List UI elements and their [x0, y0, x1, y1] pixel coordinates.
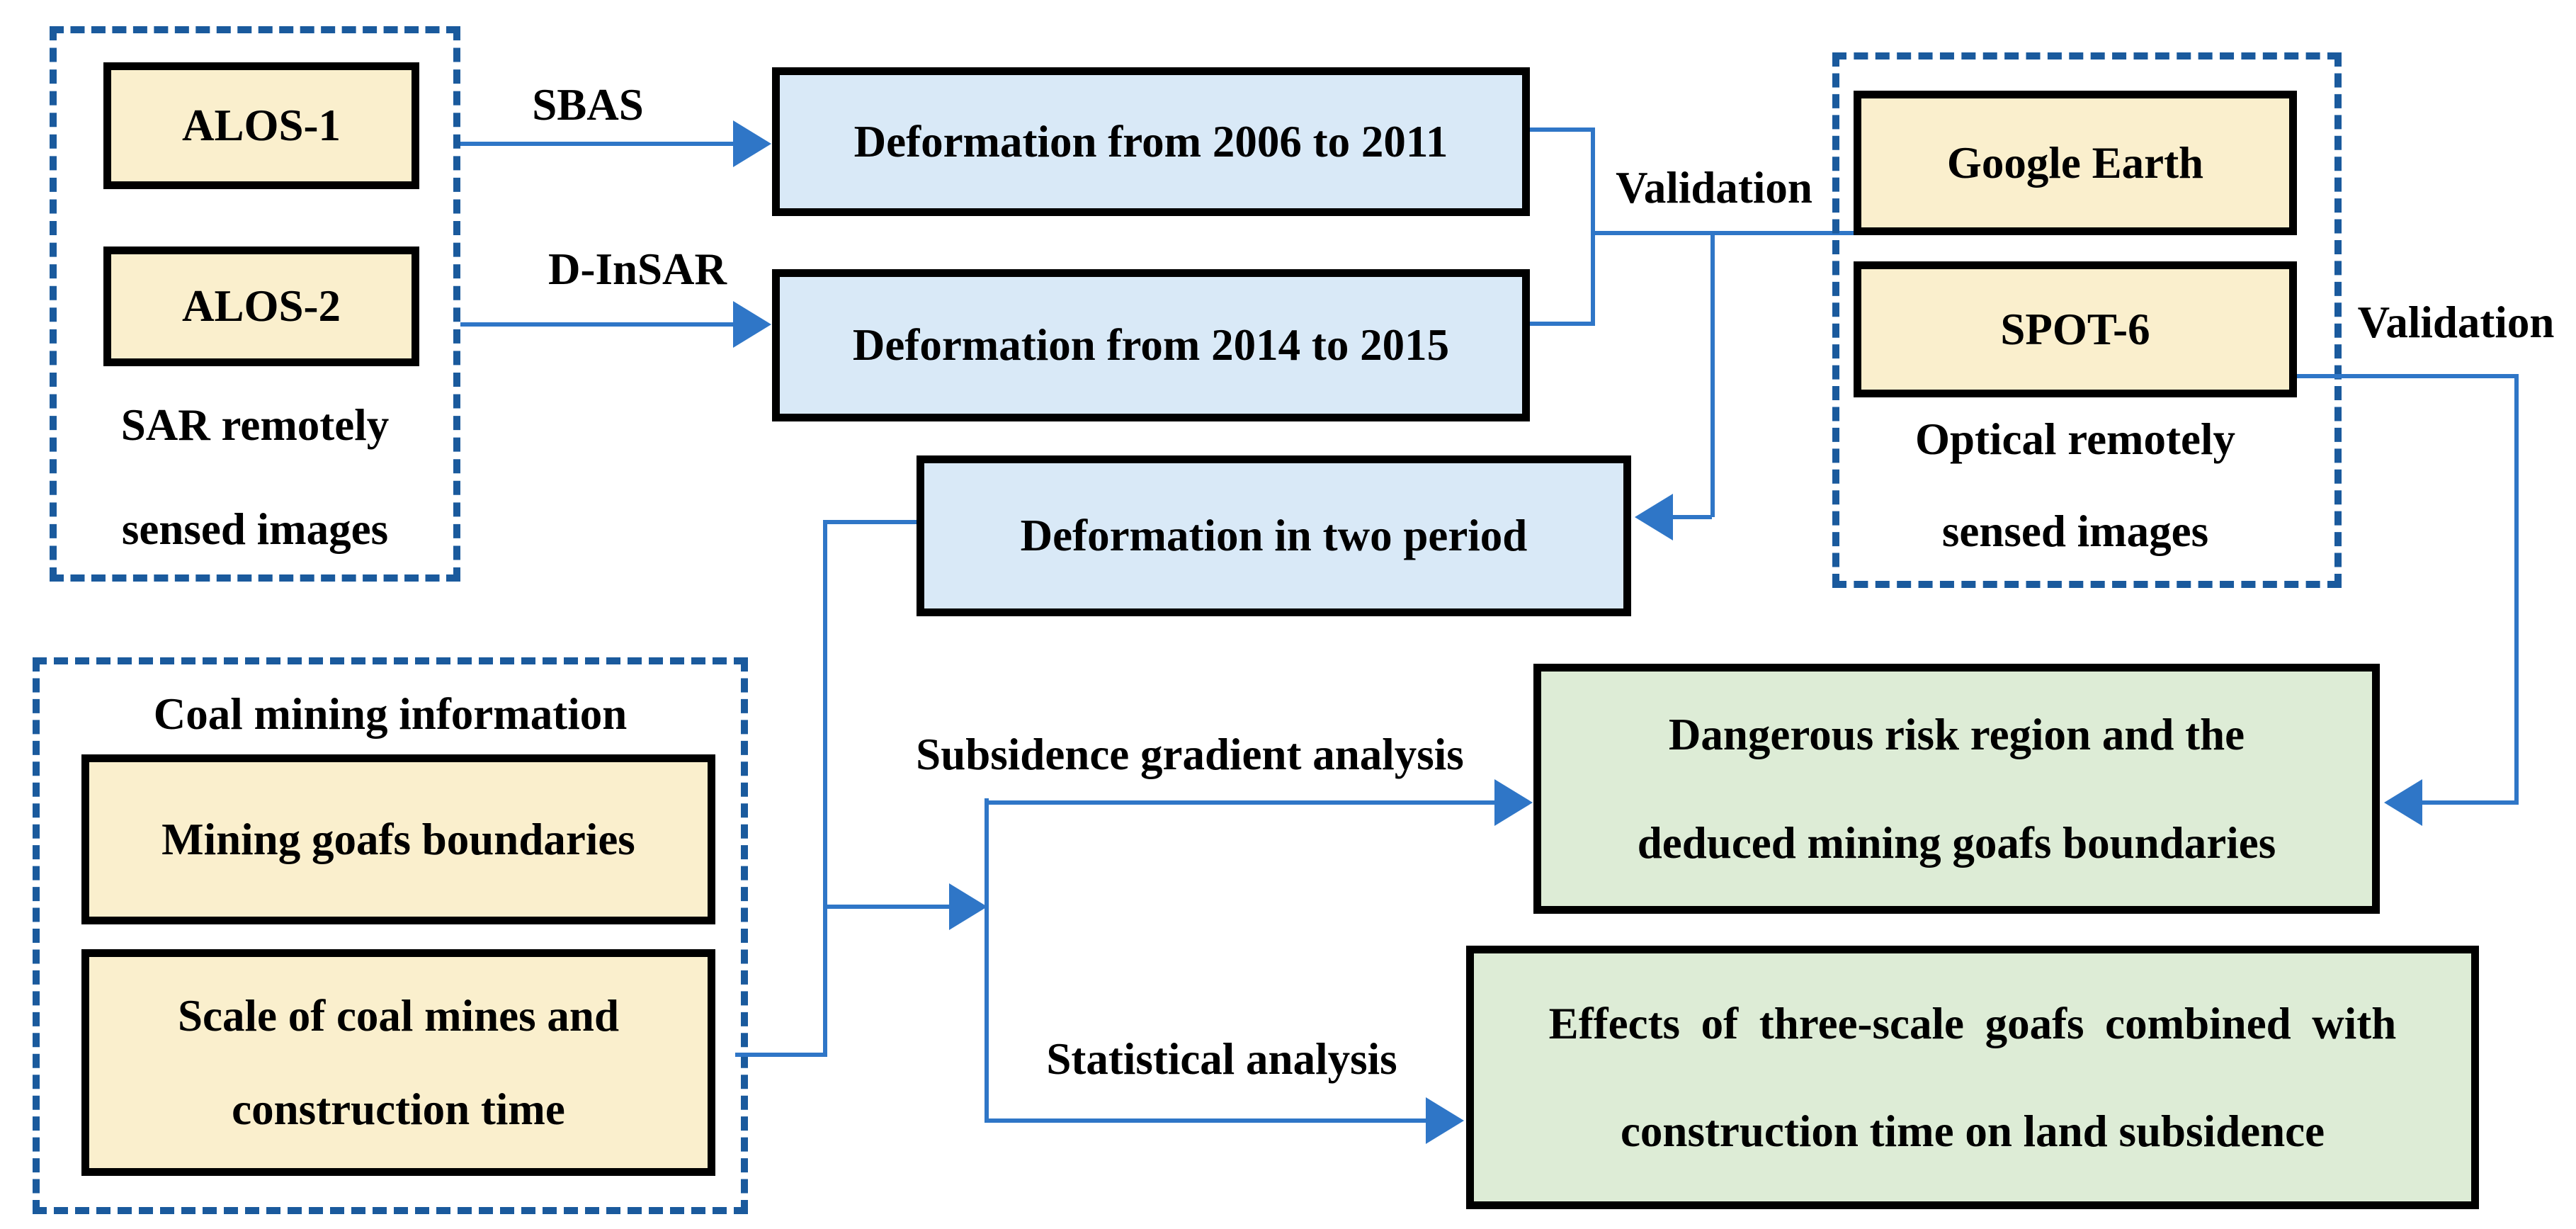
coal-scale-node: Scale of coal mines and construction tim… [81, 949, 715, 1176]
deformation-2014-2015-node: Deformation from 2014 to 2015 [772, 269, 1530, 421]
connector-two-period-stub [823, 520, 917, 524]
connector-junction-hline [823, 905, 949, 909]
risk-region-node: Dangerous risk region and the deduced mi… [1533, 664, 2380, 914]
effects-line-1: Effects of three-scale goafs combined wi… [1548, 998, 2397, 1048]
connector-coal-stub [735, 1053, 824, 1057]
optical-caption-line-1: Optical remotely [1915, 414, 2235, 464]
sbas-arrowhead [733, 120, 771, 167]
connector-validation-to-optical-hline [1591, 231, 1856, 235]
deformation-2014-2015-label: Deformation from 2014 to 2015 [852, 320, 1450, 370]
connector-validation-branch-hline [1673, 515, 1712, 519]
connector-merge-vline-1 [823, 520, 827, 1057]
connector-statistical-line [985, 1118, 1427, 1123]
mining-goafs-node: Mining goafs boundaries [81, 754, 715, 924]
alos-1-label: ALOS-1 [181, 101, 341, 151]
risk-region-arrowhead [2384, 779, 2422, 826]
subsidence-arrowhead [1494, 779, 1533, 826]
coal-scale-line-2: construction time [232, 1084, 565, 1134]
connector-validation-right-vline [2514, 374, 2519, 805]
dinsar-arrowhead [733, 301, 771, 348]
connector-validation-right-hline [2422, 800, 2519, 805]
deformation-2006-2011-label: Deformation from 2006 to 2011 [853, 116, 1448, 166]
connector-subsidence-line [985, 800, 1496, 805]
validation-right-label: Validation [2357, 298, 2555, 347]
risk-region-line-2: deduced mining goafs boundaries [1637, 817, 2276, 868]
effects-line-2: construction time on land subsidence [1620, 1106, 2325, 1156]
sbas-arrow-line [460, 142, 733, 146]
alos-2-node: ALOS-2 [103, 247, 419, 366]
connector-spot6-hline [2297, 374, 2518, 378]
connector-validation-merge-vline [1591, 128, 1595, 326]
optical-images-group-box [1832, 52, 2342, 588]
google-earth-node: Google Earth [1854, 91, 2297, 235]
subsidence-analysis-label: Subsidence gradient analysis [916, 730, 1464, 779]
deformation-2006-2011-node: Deformation from 2006 to 2011 [772, 67, 1530, 216]
connector-def2014-stub [1530, 322, 1594, 326]
risk-region-line-1: Dangerous risk region and the [1668, 710, 2245, 760]
spot-6-node: SPOT-6 [1854, 261, 2297, 397]
alos-1-node: ALOS-1 [103, 62, 419, 189]
connector-def2006-stub [1530, 128, 1594, 132]
sar-caption-line-1: SAR remotely [120, 400, 390, 450]
sar-caption-line-2: sensed images [121, 504, 389, 554]
coal-mining-title: Coal mining information [153, 689, 628, 739]
dinsar-arrow-line [460, 322, 733, 327]
statistical-analysis-label: Statistical analysis [1046, 1034, 1397, 1084]
spot-6-label: SPOT-6 [2000, 304, 2150, 354]
connector-split-vline-2 [985, 798, 989, 1121]
coal-scale-line-1: Scale of coal mines and [178, 990, 619, 1041]
validation-top-label: Validation [1616, 162, 1812, 213]
effects-node: Effects of three-scale goafs combined wi… [1466, 946, 2479, 1209]
mining-goafs-label: Mining goafs boundaries [161, 814, 635, 864]
alos-2-label: ALOS-2 [181, 281, 341, 332]
sbas-method-label: SBAS [532, 79, 644, 130]
connector-validation-branch-vline [1710, 231, 1715, 517]
coal-mining-group-box [33, 657, 748, 1214]
two-period-arrowhead [1635, 494, 1673, 540]
sar-images-group-box [50, 26, 460, 582]
deformation-two-period-node: Deformation in two period [917, 455, 1631, 616]
google-earth-label: Google Earth [1946, 137, 2204, 188]
junction-arrowhead [949, 883, 987, 930]
dinsar-method-label: D-InSAR [547, 244, 727, 294]
optical-caption-line-2: sensed images [1941, 506, 2209, 556]
deformation-two-period-label: Deformation in two period [1020, 511, 1528, 561]
statistical-arrowhead [1426, 1097, 1464, 1144]
